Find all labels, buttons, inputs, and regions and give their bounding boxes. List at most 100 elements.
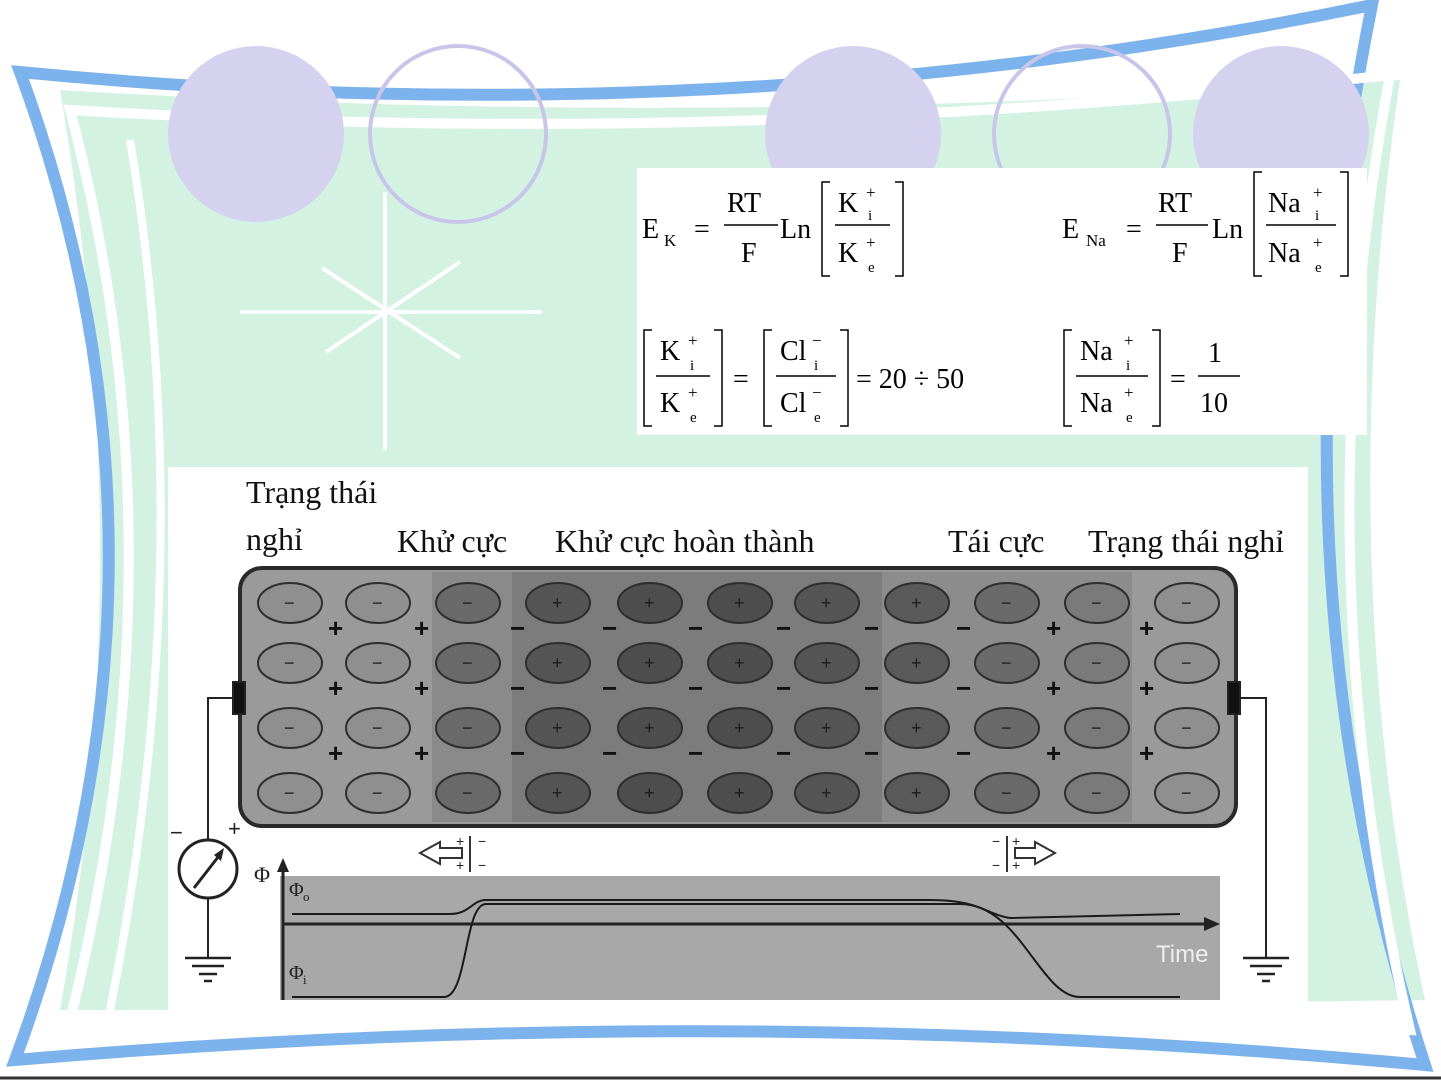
fiber-charge: + — [644, 783, 655, 803]
electrodes — [207, 681, 1267, 958]
equation-ratio-k-cl: K + i K + e = Cl − i Cl − e = 20 ÷ 50 — [643, 329, 964, 427]
graph-time-label: Time — [1156, 941, 1208, 968]
fiber-charge: − — [284, 783, 295, 803]
muscle-fiber — [257, 582, 323, 624]
muscle-fiber — [974, 707, 1040, 749]
muscle-fiber — [974, 582, 1040, 624]
svg-text:+: + — [688, 383, 698, 402]
fiber-charge: − — [1001, 653, 1012, 673]
ring-circle-2 — [368, 44, 548, 224]
potential-graph: Φ Φ o Φ i Time — [254, 858, 1220, 1000]
svg-text:e: e — [1315, 260, 1322, 276]
svg-text:−: − — [478, 857, 486, 873]
svg-text:−: − — [478, 833, 486, 849]
svg-text:+: + — [1124, 383, 1134, 402]
left-wire — [207, 697, 233, 842]
voltmeter: − + — [170, 816, 241, 900]
muscle-fiber — [1064, 642, 1130, 684]
svg-text:o: o — [303, 889, 310, 904]
propagation-arrow-left — [417, 836, 471, 872]
muscle-fiber — [707, 772, 773, 814]
muscle-fiber — [794, 582, 860, 624]
fiber-charge: − — [372, 783, 383, 803]
fiber-charge: − — [462, 783, 473, 803]
muscle-fiber — [1154, 772, 1220, 814]
interstitial-charge: − — [602, 738, 617, 768]
fiber-charge: + — [911, 783, 922, 803]
interstitial-charge: + — [1139, 613, 1154, 643]
fiber-charge: − — [1091, 653, 1102, 673]
ena-na-outer: Na — [1268, 238, 1301, 269]
ena-rt: RT — [1158, 188, 1192, 219]
right-wire — [1240, 697, 1267, 958]
fiber-charge: − — [1181, 593, 1192, 613]
interstitial-charge: + — [1139, 673, 1154, 703]
interstitial-charge: + — [1046, 738, 1061, 768]
svg-text:=: = — [694, 214, 710, 245]
left-electrode — [232, 681, 246, 715]
interstitial-charge: + — [1046, 673, 1061, 703]
interstitial-charge: − — [956, 613, 971, 643]
muscle-fiber — [435, 707, 501, 749]
svg-text:e: e — [1126, 410, 1133, 426]
fiber-charge: − — [372, 593, 383, 613]
interstitial-charge: + — [414, 738, 429, 768]
svg-text:−: − — [992, 857, 1000, 873]
frame-white-band — [106, 139, 165, 1011]
fiber-charge: − — [284, 593, 295, 613]
fiber-charge: + — [552, 783, 563, 803]
svg-text:Cl: Cl — [780, 388, 807, 419]
fiber-charge: − — [372, 718, 383, 738]
muscle-fiber — [794, 772, 860, 814]
fiber-charge: + — [821, 783, 832, 803]
starburst-decoration — [240, 192, 542, 450]
muscle-fiber — [525, 642, 591, 684]
muscle-fiber — [435, 642, 501, 684]
muscle-fiber — [974, 772, 1040, 814]
muscle-fiber — [345, 582, 411, 624]
muscle-fiber — [974, 642, 1040, 684]
svg-text:+: + — [1313, 183, 1323, 202]
fiber-charge: + — [734, 593, 745, 613]
muscle-fiber — [617, 772, 683, 814]
muscle-fiber — [257, 772, 323, 814]
ena-ln: Ln — [1212, 214, 1243, 245]
ena-symbol: E — [1062, 214, 1079, 245]
svg-text:=: = — [733, 364, 749, 395]
ek-rt: RT — [727, 188, 761, 219]
interstitial-charge: − — [956, 738, 971, 768]
fiber-charge: + — [644, 593, 655, 613]
svg-text:i: i — [814, 358, 818, 374]
interstitial-charge: + — [328, 613, 343, 643]
muscle-fiber — [884, 707, 950, 749]
fiber-charge: − — [1001, 593, 1012, 613]
fiber-charge: + — [911, 593, 922, 613]
muscle-fiber — [345, 642, 411, 684]
muscle-fiber — [794, 642, 860, 684]
label-rest-line1: Trạng thái — [246, 474, 377, 510]
interstitial-charge: − — [688, 673, 703, 703]
outside-potential-curve — [292, 899, 1181, 920]
ground-symbol-right — [1243, 956, 1289, 983]
interstitial-charge: − — [864, 613, 879, 643]
fiber-charge: − — [372, 653, 383, 673]
svg-text:K: K — [660, 336, 680, 367]
muscle-fiber — [707, 642, 773, 684]
muscle-fiber — [525, 772, 591, 814]
interstitial-charge: − — [956, 673, 971, 703]
interstitial-charge: − — [776, 673, 791, 703]
interstitial-charge: + — [414, 613, 429, 643]
ratio-k-result: = 20 ÷ 50 — [856, 364, 964, 395]
interstitial-charge: − — [510, 738, 525, 768]
fiber-charge: + — [734, 783, 745, 803]
ena-na-inner: Na — [1268, 188, 1301, 219]
svg-text:+: + — [456, 857, 464, 873]
fiber-charge: + — [734, 653, 745, 673]
muscle-fiber — [794, 707, 860, 749]
equation-ek: E K = RT F Ln K + i K + e — [642, 181, 904, 277]
interstitial-charge: − — [776, 613, 791, 643]
ena-f: F — [1172, 238, 1188, 269]
svg-text:=: = — [1126, 214, 1142, 245]
svg-text:K: K — [660, 388, 680, 419]
interstitial-charge: + — [1046, 613, 1061, 643]
